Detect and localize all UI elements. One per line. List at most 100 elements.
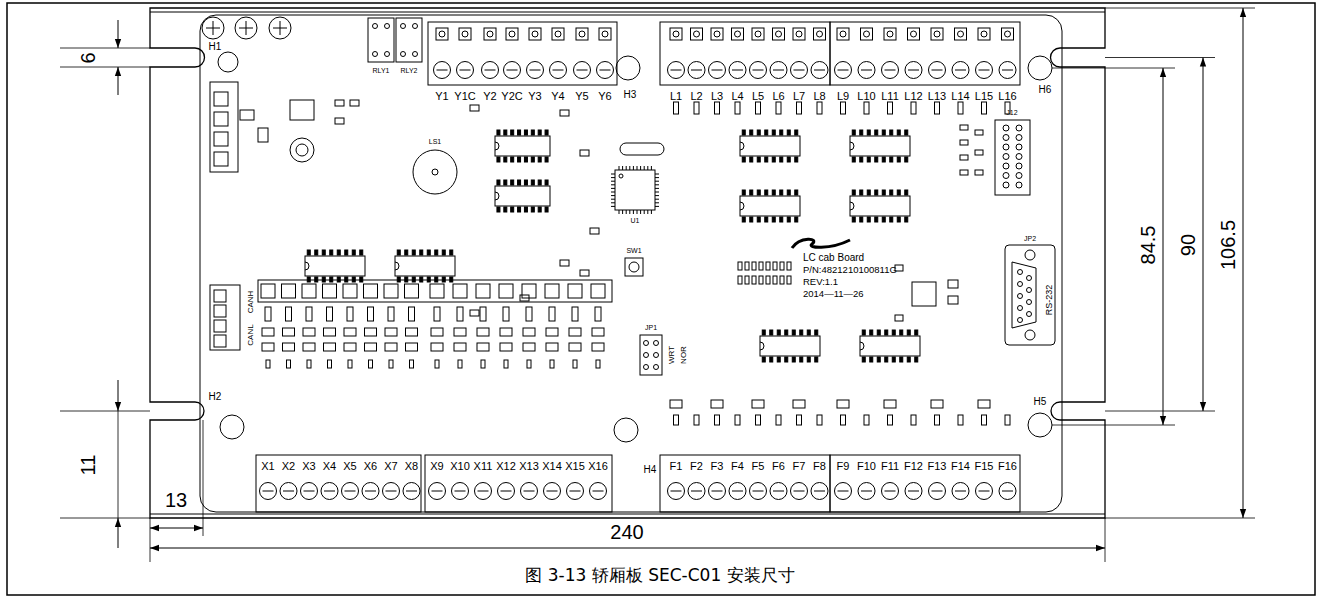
qfp-pin xyxy=(611,174,615,175)
extension-line xyxy=(60,411,150,412)
dimension-arrow xyxy=(118,20,119,48)
smd-part xyxy=(773,262,777,270)
silkscreen-label: CANL xyxy=(247,324,255,345)
terminal-pin-hole xyxy=(555,31,561,37)
mcu-qfp xyxy=(615,170,655,210)
diode xyxy=(523,328,535,336)
silkscreen-label: CANH xyxy=(247,291,255,314)
resistor xyxy=(935,415,940,425)
terminal-pin xyxy=(214,335,226,347)
qfp-pin xyxy=(655,202,659,203)
dip-pin xyxy=(777,357,780,362)
resistor xyxy=(369,360,373,368)
terminal-label: L2 xyxy=(690,91,702,102)
capacitor xyxy=(978,400,990,408)
terminal-label: X16 xyxy=(588,461,608,472)
resistor xyxy=(388,307,394,321)
terminal-label: L4 xyxy=(731,91,743,102)
dip-pin xyxy=(795,217,798,222)
drawing-frame xyxy=(7,3,1315,595)
silkscreen-label: H6 xyxy=(1039,85,1052,95)
terminal-label: Y4 xyxy=(551,91,564,102)
dip-pin xyxy=(882,217,885,222)
silkscreen-label: RS-232 xyxy=(1045,285,1054,316)
dip-pin xyxy=(511,207,514,212)
terminal-pin xyxy=(814,28,826,40)
terminal-pin-hole xyxy=(735,31,741,37)
dip-pin xyxy=(870,330,873,335)
dip-pin xyxy=(360,250,363,255)
dip-pin xyxy=(765,157,768,162)
terminal-screw xyxy=(550,62,567,79)
terminal-label: X14 xyxy=(542,461,562,472)
optocoupler xyxy=(430,284,444,298)
screw-slot xyxy=(814,70,825,71)
terminal-label: F12 xyxy=(904,461,923,472)
qfp-pin xyxy=(626,210,627,214)
smd-part xyxy=(738,262,742,270)
extension-line xyxy=(1105,8,1255,9)
screw-slot xyxy=(732,70,743,71)
dip-notch xyxy=(395,262,399,270)
screw-slot xyxy=(908,70,919,71)
screw-slot xyxy=(691,70,702,71)
terminal-screw xyxy=(999,483,1016,500)
terminal-label: X8 xyxy=(405,461,418,472)
mounting-hole xyxy=(1028,56,1052,80)
screw-slot xyxy=(979,70,990,71)
terminal-screw xyxy=(504,62,521,79)
terminal-screw xyxy=(999,62,1016,79)
terminal-label: Y2 xyxy=(483,91,496,102)
optocoupler xyxy=(302,284,316,298)
dip-pin xyxy=(757,190,760,195)
dip-pin xyxy=(442,250,445,255)
dip-pin xyxy=(435,250,438,255)
dip-pin xyxy=(405,250,408,255)
resistor xyxy=(958,102,963,114)
silkscreen-label: RLY1 xyxy=(373,67,390,74)
qfp-pin xyxy=(655,199,659,200)
terminal-screw xyxy=(835,62,852,79)
dip-pin xyxy=(885,357,888,362)
screw-slot xyxy=(838,491,849,492)
trimpot xyxy=(269,17,291,39)
capacitor xyxy=(711,400,723,408)
capacitor xyxy=(303,343,315,351)
diode xyxy=(546,328,558,336)
figure-caption: 图 3-13 轿厢板 SEC-C01 安装尺寸 xyxy=(525,567,794,584)
resistor xyxy=(982,415,987,425)
terminal-label: X4 xyxy=(323,461,336,472)
db9-pin xyxy=(1027,300,1032,305)
silkscreen-label: J12 xyxy=(1006,109,1017,116)
terminal-label: L9 xyxy=(837,91,849,102)
terminal-pin-hole xyxy=(796,31,802,37)
resistor xyxy=(817,415,822,425)
dip-pin xyxy=(860,217,863,222)
screw-slot xyxy=(671,491,682,492)
terminal-pin xyxy=(214,290,226,302)
terminal-screw xyxy=(688,62,705,79)
terminal-j10 xyxy=(210,82,238,172)
dip-pin xyxy=(815,357,818,362)
terminal-label: F11 xyxy=(881,461,899,472)
dimension-value: 84.5 xyxy=(1138,226,1158,265)
dip-pin xyxy=(860,157,863,162)
terminal-label: F10 xyxy=(857,461,876,472)
smd-part xyxy=(560,110,569,116)
terminal-label: F4 xyxy=(731,461,744,472)
diode xyxy=(324,328,336,336)
terminal-screw xyxy=(597,62,614,79)
dip-pin xyxy=(330,250,333,255)
resistor xyxy=(797,102,802,114)
dip-pin xyxy=(511,157,514,162)
terminal-label: F8 xyxy=(813,461,826,472)
terminal-screw xyxy=(521,483,538,500)
dip-notch xyxy=(495,142,499,150)
resistor xyxy=(266,360,270,368)
terminal-label: L12 xyxy=(904,91,922,102)
qfp-pin xyxy=(637,210,638,214)
dip-pin xyxy=(772,217,775,222)
db9-screw xyxy=(1025,330,1035,340)
terminal-label: X5 xyxy=(343,461,356,472)
screw-slot xyxy=(773,70,784,71)
